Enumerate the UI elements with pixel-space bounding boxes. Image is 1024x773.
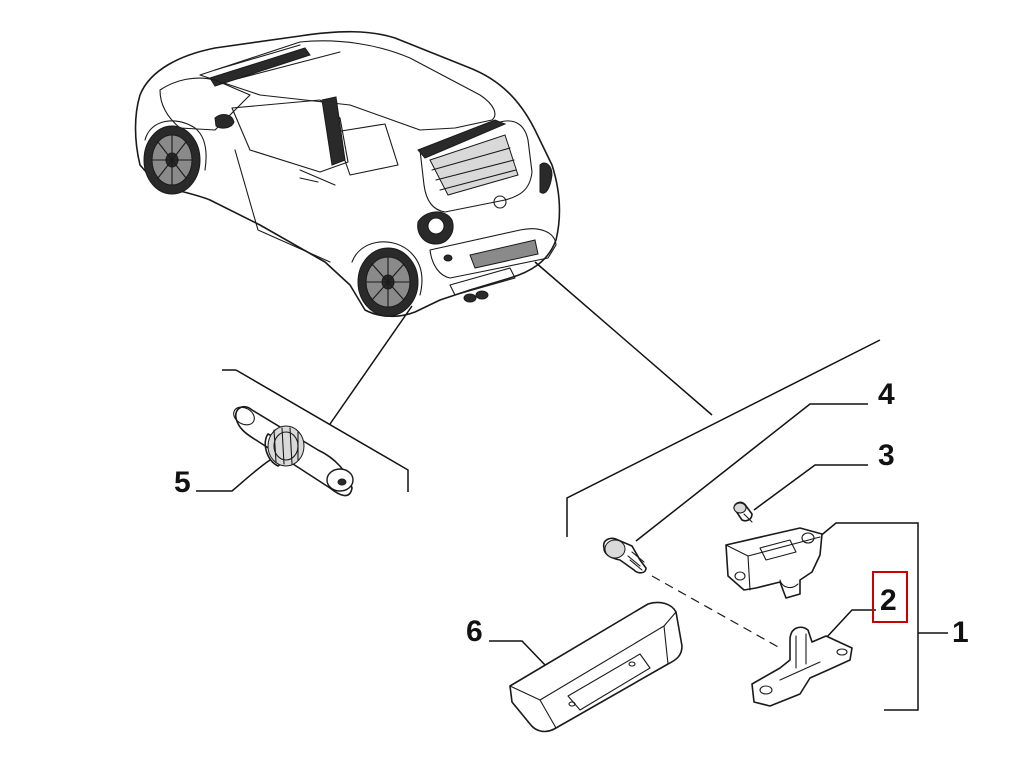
part-3-screw xyxy=(733,501,753,523)
callout-5: 5 xyxy=(174,466,191,499)
leader-lines xyxy=(196,261,948,711)
callout-6: 6 xyxy=(466,615,483,648)
car-illustration xyxy=(134,30,561,318)
part-6-cover xyxy=(509,601,683,733)
callout-4: 4 xyxy=(878,378,895,411)
callout-1: 1 xyxy=(952,616,969,649)
part-5-lock-barrel xyxy=(233,406,354,497)
callout-labels: 1 2 3 4 5 6 xyxy=(174,378,969,649)
part-4-bolt xyxy=(602,537,647,574)
callout-2: 2 xyxy=(880,584,897,617)
callout-2-highlight-box xyxy=(872,571,908,623)
callout-3: 3 xyxy=(878,439,895,472)
part-1-lock-body xyxy=(725,527,823,599)
part-2-striker xyxy=(751,626,853,707)
